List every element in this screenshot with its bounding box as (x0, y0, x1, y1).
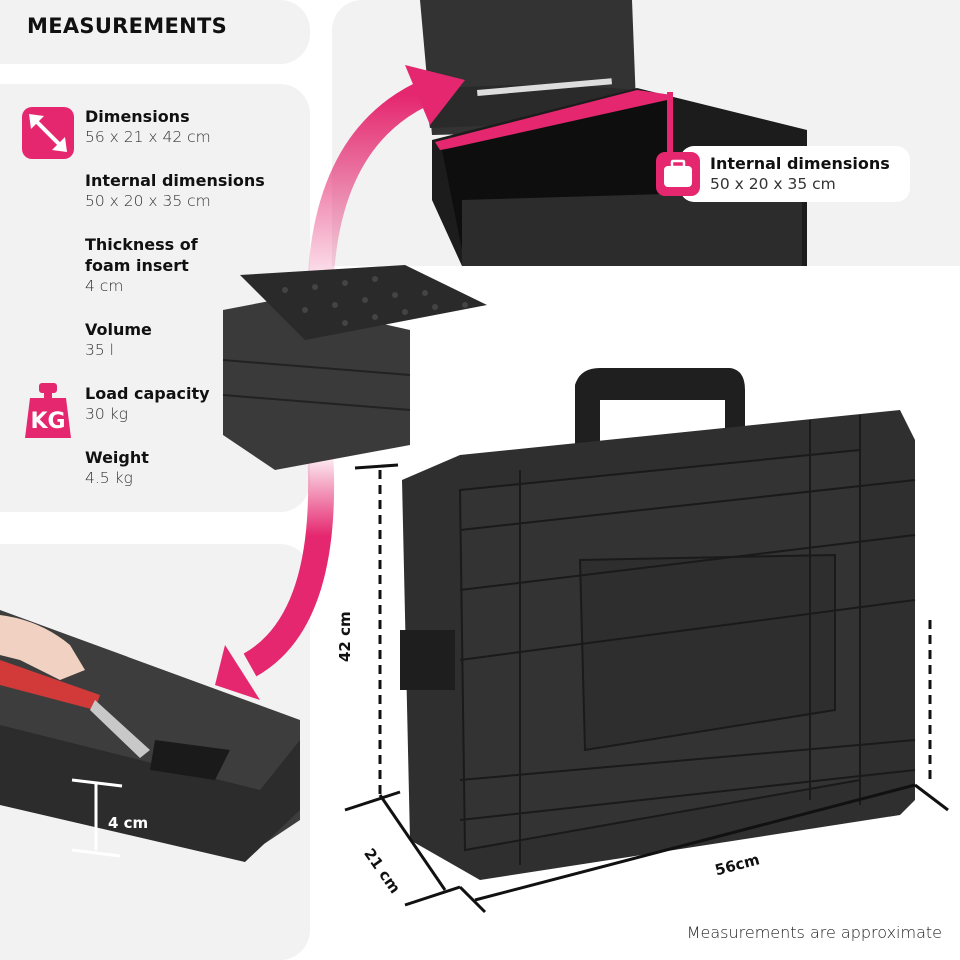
spec-value: 4 cm (85, 277, 124, 295)
foam-thickness-label: 4 cm (108, 814, 149, 832)
height-dimension-label: 42 cm (336, 611, 354, 662)
foam-cutting-image (0, 610, 300, 862)
spec-value: 56 x 21 x 42 cm (85, 128, 211, 146)
foam-inserts-image (222, 265, 487, 470)
spec-internal-dimensions: Internal dimensions 50 x 20 x 35 cm (85, 170, 265, 212)
spec-label: Thickness of (85, 235, 198, 254)
callout-label: Internal dimensions (710, 154, 890, 173)
svg-text:KG: KG (30, 409, 65, 434)
page-title: MEASUREMENTS (27, 14, 228, 38)
spec-label: Volume (85, 320, 152, 339)
curved-arrow-up-icon (307, 65, 465, 306)
internal-dimensions-callout: Internal dimensions 50 x 20 x 35 cm (680, 146, 910, 202)
closed-case-image (344, 368, 949, 914)
spec-label: Load capacity (85, 384, 210, 403)
spec-weight: Weight 4.5 kg (85, 447, 149, 489)
spec-label: Internal dimensions (85, 171, 265, 190)
spec-dimensions: Dimensions 56 x 21 x 42 cm (85, 106, 211, 148)
open-case-image (420, 0, 807, 266)
spec-label: Dimensions (85, 107, 190, 126)
spec-foam-thickness: Thickness of foam insert 4 cm (85, 234, 198, 297)
curved-arrow-down-icon (215, 450, 335, 700)
spec-value: 4.5 kg (85, 469, 133, 487)
spec-value: 50 x 20 x 35 cm (85, 192, 211, 210)
title-panel: MEASUREMENTS (0, 0, 310, 64)
spec-volume: Volume 35 l (85, 319, 152, 361)
spec-label-line2: foam insert (85, 256, 189, 275)
suitcase-icon (656, 152, 700, 196)
spec-label: Weight (85, 448, 149, 467)
spec-value: 30 kg (85, 405, 128, 423)
approximate-note: Measurements are approximate (686, 923, 942, 942)
kg-weight-icon: KG (22, 383, 74, 438)
spec-value: 35 l (85, 341, 114, 359)
double-arrow-icon (22, 107, 74, 159)
spec-load-capacity: Load capacity 30 kg (85, 383, 210, 425)
callout-value: 50 x 20 x 35 cm (710, 175, 836, 193)
